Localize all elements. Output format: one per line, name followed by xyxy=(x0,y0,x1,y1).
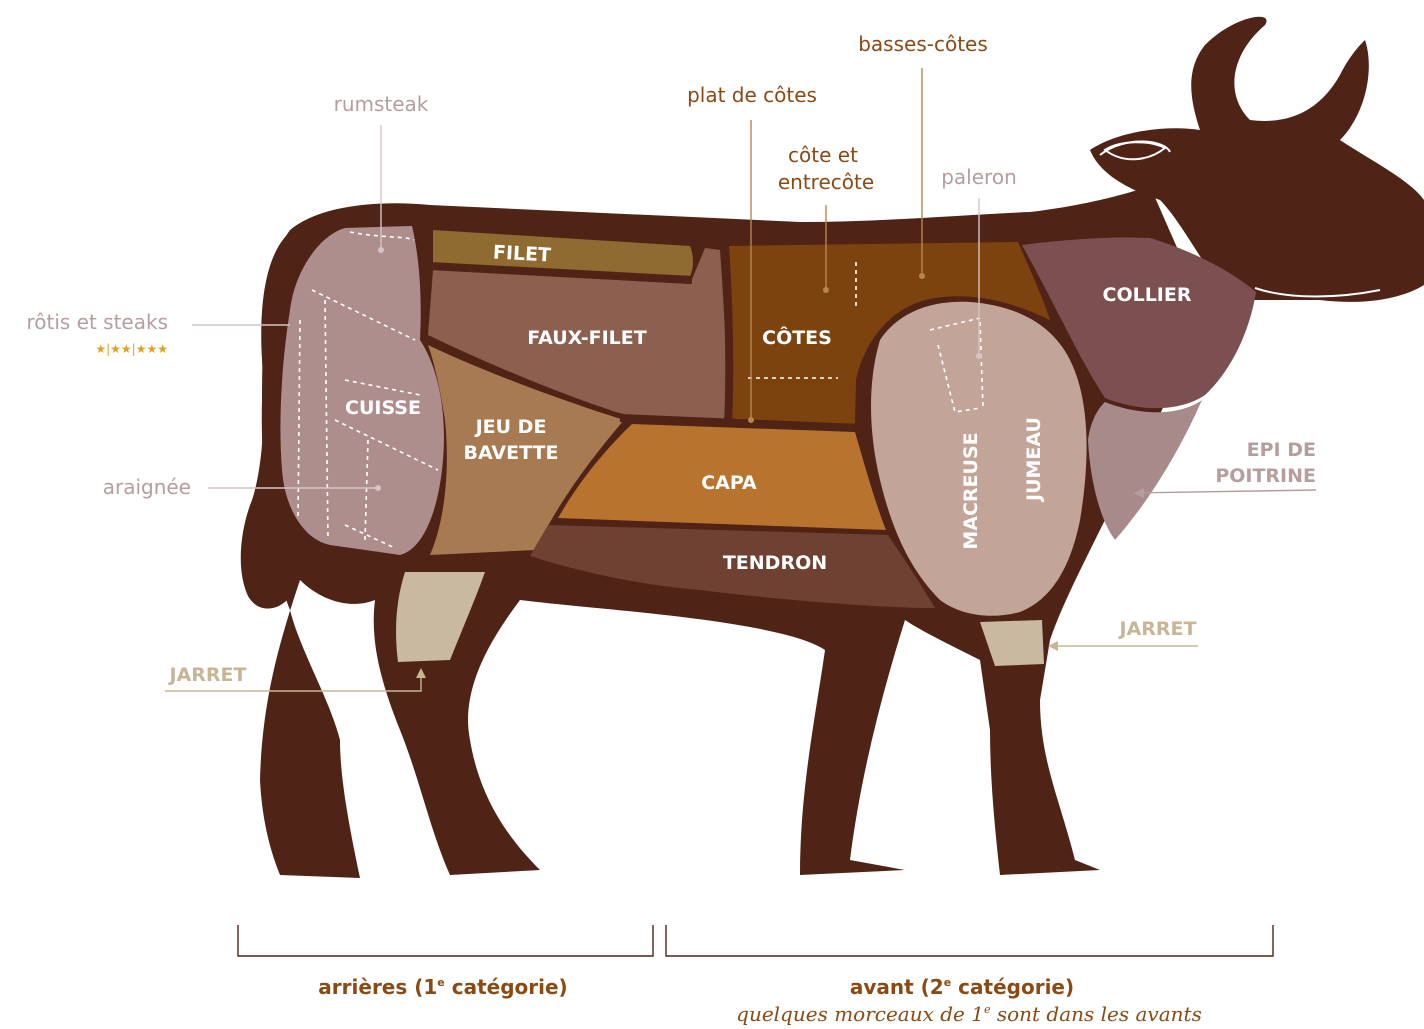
category-front-note: quelques morceaux de 1e sont dans les av… xyxy=(736,1002,1202,1026)
dot-rumsteak xyxy=(378,247,384,253)
cut-epi-de-poitrine[interactable] xyxy=(1088,400,1202,540)
label-collier: COLLIER xyxy=(1103,284,1192,306)
callout-epi-de: EPI DE xyxy=(1247,439,1316,461)
callout-stars: ★|★★|★★★ xyxy=(95,342,168,356)
category-rear-a: arrières (1 xyxy=(318,975,437,999)
label-cotes: CÔTES xyxy=(762,325,832,349)
bracket-front xyxy=(666,925,1273,956)
dot-plat-de-cotes xyxy=(748,417,754,423)
label-macreuse: MACREUSE xyxy=(960,432,982,549)
category-front: avant (2e catégorie) xyxy=(850,975,1074,999)
label-filet: FILET xyxy=(492,241,551,266)
dot-paleron xyxy=(976,353,982,359)
leader-epi xyxy=(1134,490,1316,493)
dot-araignee xyxy=(375,485,381,491)
category-rear: arrières (1e catégorie) xyxy=(318,975,567,999)
callout-cote-et: côte et xyxy=(788,143,858,167)
callout-araignee: araignée xyxy=(103,475,191,499)
callout-jarret-rear: JARRET xyxy=(168,664,247,686)
dot-basses-cotes xyxy=(919,273,925,279)
callout-rotis-et-steaks: rôtis et steaks xyxy=(26,310,168,334)
label-jeu-de-bavette-2: BAVETTE xyxy=(464,442,559,464)
category-front-sup: e xyxy=(944,976,951,989)
label-jeu-de-bavette-1: JEU DE xyxy=(474,416,547,438)
callout-basses-cotes: basses-côtes xyxy=(858,32,988,56)
callout-poitrine: POITRINE xyxy=(1215,465,1316,487)
separator-cotes xyxy=(725,246,729,426)
callout-plat-de-cotes: plat de côtes xyxy=(687,83,817,107)
category-rear-sup: e xyxy=(437,976,444,989)
dot-cote-entrecote xyxy=(823,287,829,293)
category-front-note-a: quelques morceaux de 1 xyxy=(736,1002,984,1026)
label-capa: CAPA xyxy=(701,472,757,494)
callout-paleron: paleron xyxy=(941,165,1017,189)
category-front-b: catégorie) xyxy=(951,975,1074,999)
callout-entrecote: entrecôte xyxy=(778,170,874,194)
callout-jarret-front: JARRET xyxy=(1118,618,1197,640)
category-front-a: avant (2 xyxy=(850,975,944,999)
label-cuisse: CUISSE xyxy=(345,397,421,419)
label-jumeau: JUMEAU xyxy=(1023,417,1045,503)
category-front-note-b: sont dans les avants xyxy=(990,1002,1201,1026)
callout-rumsteak: rumsteak xyxy=(334,92,429,116)
label-faux-filet: FAUX-FILET xyxy=(527,327,646,349)
bracket-rear xyxy=(238,925,653,956)
category-brackets xyxy=(238,925,1273,956)
category-rear-b: catégorie) xyxy=(445,975,568,999)
label-tendron: TENDRON xyxy=(723,552,827,574)
